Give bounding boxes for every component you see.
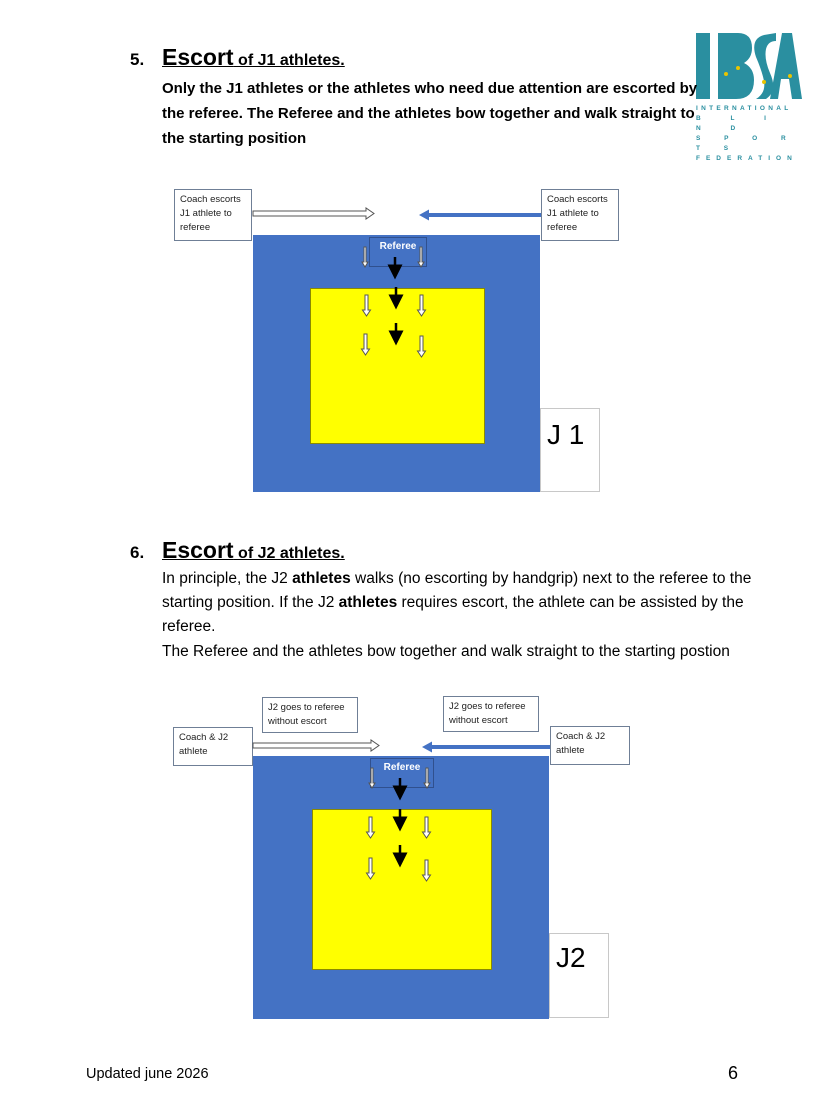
section-5-heading: Escort of J1 athletes. — [162, 44, 345, 71]
j1-label: J 1 — [547, 419, 585, 450]
section-6-heading-rest: of J2 athletes. — [233, 545, 345, 562]
ibsa-logo: INTERNATIONAL B L I N D S P O R T S FEDE… — [694, 30, 804, 162]
section-6-heading-big: Escort — [162, 537, 234, 563]
coach-j2-right-box: Coach & J2 athlete — [550, 726, 630, 765]
logo-line-4: FEDERATION — [696, 155, 798, 162]
logo-line-2: B L I N D — [696, 115, 780, 132]
j2-label-box: J2 — [549, 933, 609, 1018]
section-5-number: 5. — [130, 50, 145, 69]
section-6-paragraph-2: The Referee and the athletes bow togethe… — [162, 643, 730, 660]
footer-updated: Updated june 2026 — [86, 1066, 209, 1082]
j2-label: J2 — [556, 942, 586, 973]
athlete-arrows-j1 — [360, 246, 427, 358]
p1-text-a: In principle, the J2 — [162, 570, 293, 587]
p1-text-c: walks (no escorting by handgrip) next to… — [162, 570, 752, 611]
j2-no-escort-right-box: J2 goes to referee without escort — [443, 696, 539, 732]
p1-bold-athletes-2: athletes — [338, 594, 398, 611]
coach-escort-left-box: Coach escorts J1 athlete to referee — [174, 189, 252, 241]
j1-label-box: J 1 — [540, 408, 600, 492]
section-6-number: 6. — [130, 543, 145, 562]
j2-no-escort-left-box: J2 goes to referee without escort — [262, 697, 358, 733]
section-5-heading-big: Escort — [162, 44, 234, 70]
logo-line-3: S P O R T S — [696, 135, 797, 152]
section-5-heading-rest: of J1 athletes. — [233, 52, 345, 69]
solid-arrow-left-2 — [422, 741, 550, 753]
page-number: 6 — [728, 1063, 739, 1083]
hollow-arrow-right — [252, 207, 375, 220]
inner-mat — [312, 809, 492, 970]
inner-mat — [310, 288, 485, 444]
referee-arrows-j1 — [387, 257, 404, 346]
ibsa-logo-mark — [696, 33, 802, 99]
section-5-body: Only the J1 athletes or the athletes who… — [162, 80, 698, 147]
section-6-heading: Escort of J2 athletes. — [162, 537, 345, 564]
section-6-paragraph-1: In principle, the J2 athletes walks (no … — [162, 567, 772, 639]
hollow-arrow-right-2 — [252, 739, 380, 752]
p1-text-e: requires escort, the athlete can be assi… — [162, 594, 744, 635]
solid-arrow-left — [419, 209, 541, 221]
logo-line-1: INTERNATIONAL — [696, 105, 792, 112]
athlete-arrows-j2 — [365, 767, 432, 882]
coach-escort-right-box: Coach escorts J1 athlete to referee — [541, 189, 619, 241]
p1-bold-athletes-1: athletes — [292, 570, 351, 587]
